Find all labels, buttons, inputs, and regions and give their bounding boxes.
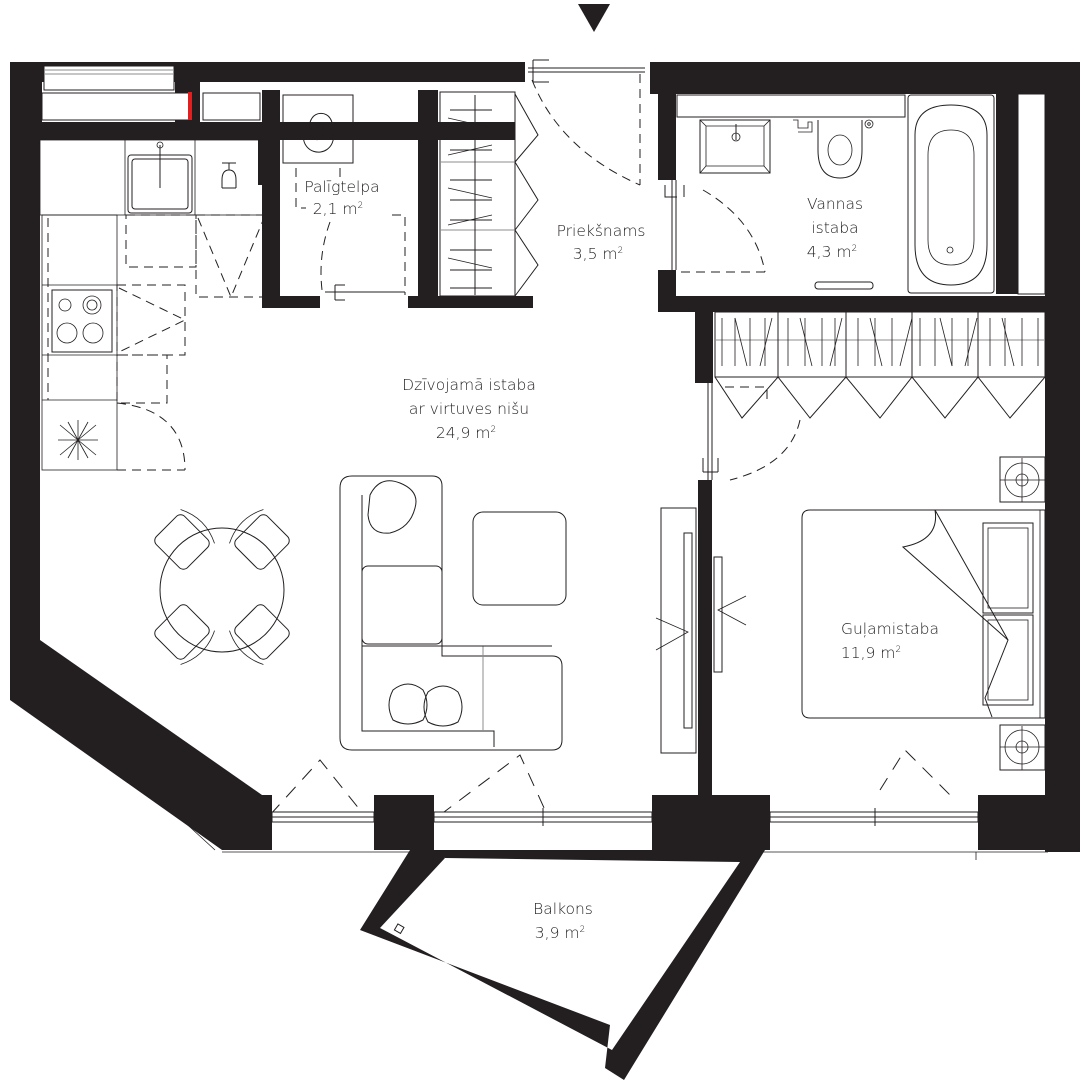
- bedroom-wardrobe: [702, 311, 1046, 481]
- svg-text:Palīgtelpa: Palīgtelpa: [304, 178, 379, 196]
- balcony-wall: [360, 850, 765, 1080]
- svg-text:3,9 m2: 3,9 m2: [535, 924, 585, 942]
- svg-text:11,9 m2: 11,9 m2: [841, 644, 901, 662]
- svg-text:Dzīvojamā istaba: Dzīvojamā istaba: [402, 376, 536, 394]
- room-label-dzivojama-istaba: Dzīvojamā istaba ar virtuves nišu 24,9 m…: [402, 376, 536, 442]
- svg-text:2,1 m2: 2,1 m2: [313, 200, 363, 218]
- svg-text:Vannas: Vannas: [807, 195, 863, 213]
- svg-text:24,9 m2: 24,9 m2: [436, 424, 496, 442]
- bedroom-furniture: [655, 456, 1046, 796]
- room-label-paligtelpa: Palīgtelpa 2,1 m2: [304, 178, 379, 218]
- kitchen-counter: [39, 139, 267, 471]
- corner-sofa: [339, 475, 567, 751]
- extractor-fan-icon: [58, 420, 98, 460]
- svg-text:4,3 m2: 4,3 m2: [807, 243, 857, 261]
- dining-set: [154, 509, 290, 665]
- hallway-wardrobe: [439, 91, 539, 297]
- svg-text:Guļamistaba: Guļamistaba: [841, 620, 939, 638]
- room-label-prieksnams: Priekšnams 3,5 m2: [557, 222, 646, 263]
- entrance-arrow-icon: [578, 4, 610, 32]
- svg-text:istaba: istaba: [811, 219, 858, 237]
- room-label-balkons: Balkons 3,9 m2: [533, 900, 593, 942]
- walls: [10, 62, 1080, 852]
- svg-text:3,5 m2: 3,5 m2: [573, 245, 623, 263]
- entrance-door: [528, 59, 645, 186]
- bathroom: [664, 93, 1046, 295]
- svg-text:Balkons: Balkons: [533, 900, 593, 918]
- red-marker: [188, 92, 192, 120]
- room-label-vannas-istaba: Vannas istaba 4,3 m2: [807, 195, 863, 261]
- utility-room: [282, 94, 406, 301]
- svg-text:Priekšnams: Priekšnams: [557, 222, 646, 240]
- boiler-spiral-icon: [302, 112, 334, 153]
- room-label-gulamistaba: Guļamistaba 11,9 m2: [841, 620, 939, 662]
- svg-text:ar virtuves nišu: ar virtuves nišu: [409, 400, 529, 418]
